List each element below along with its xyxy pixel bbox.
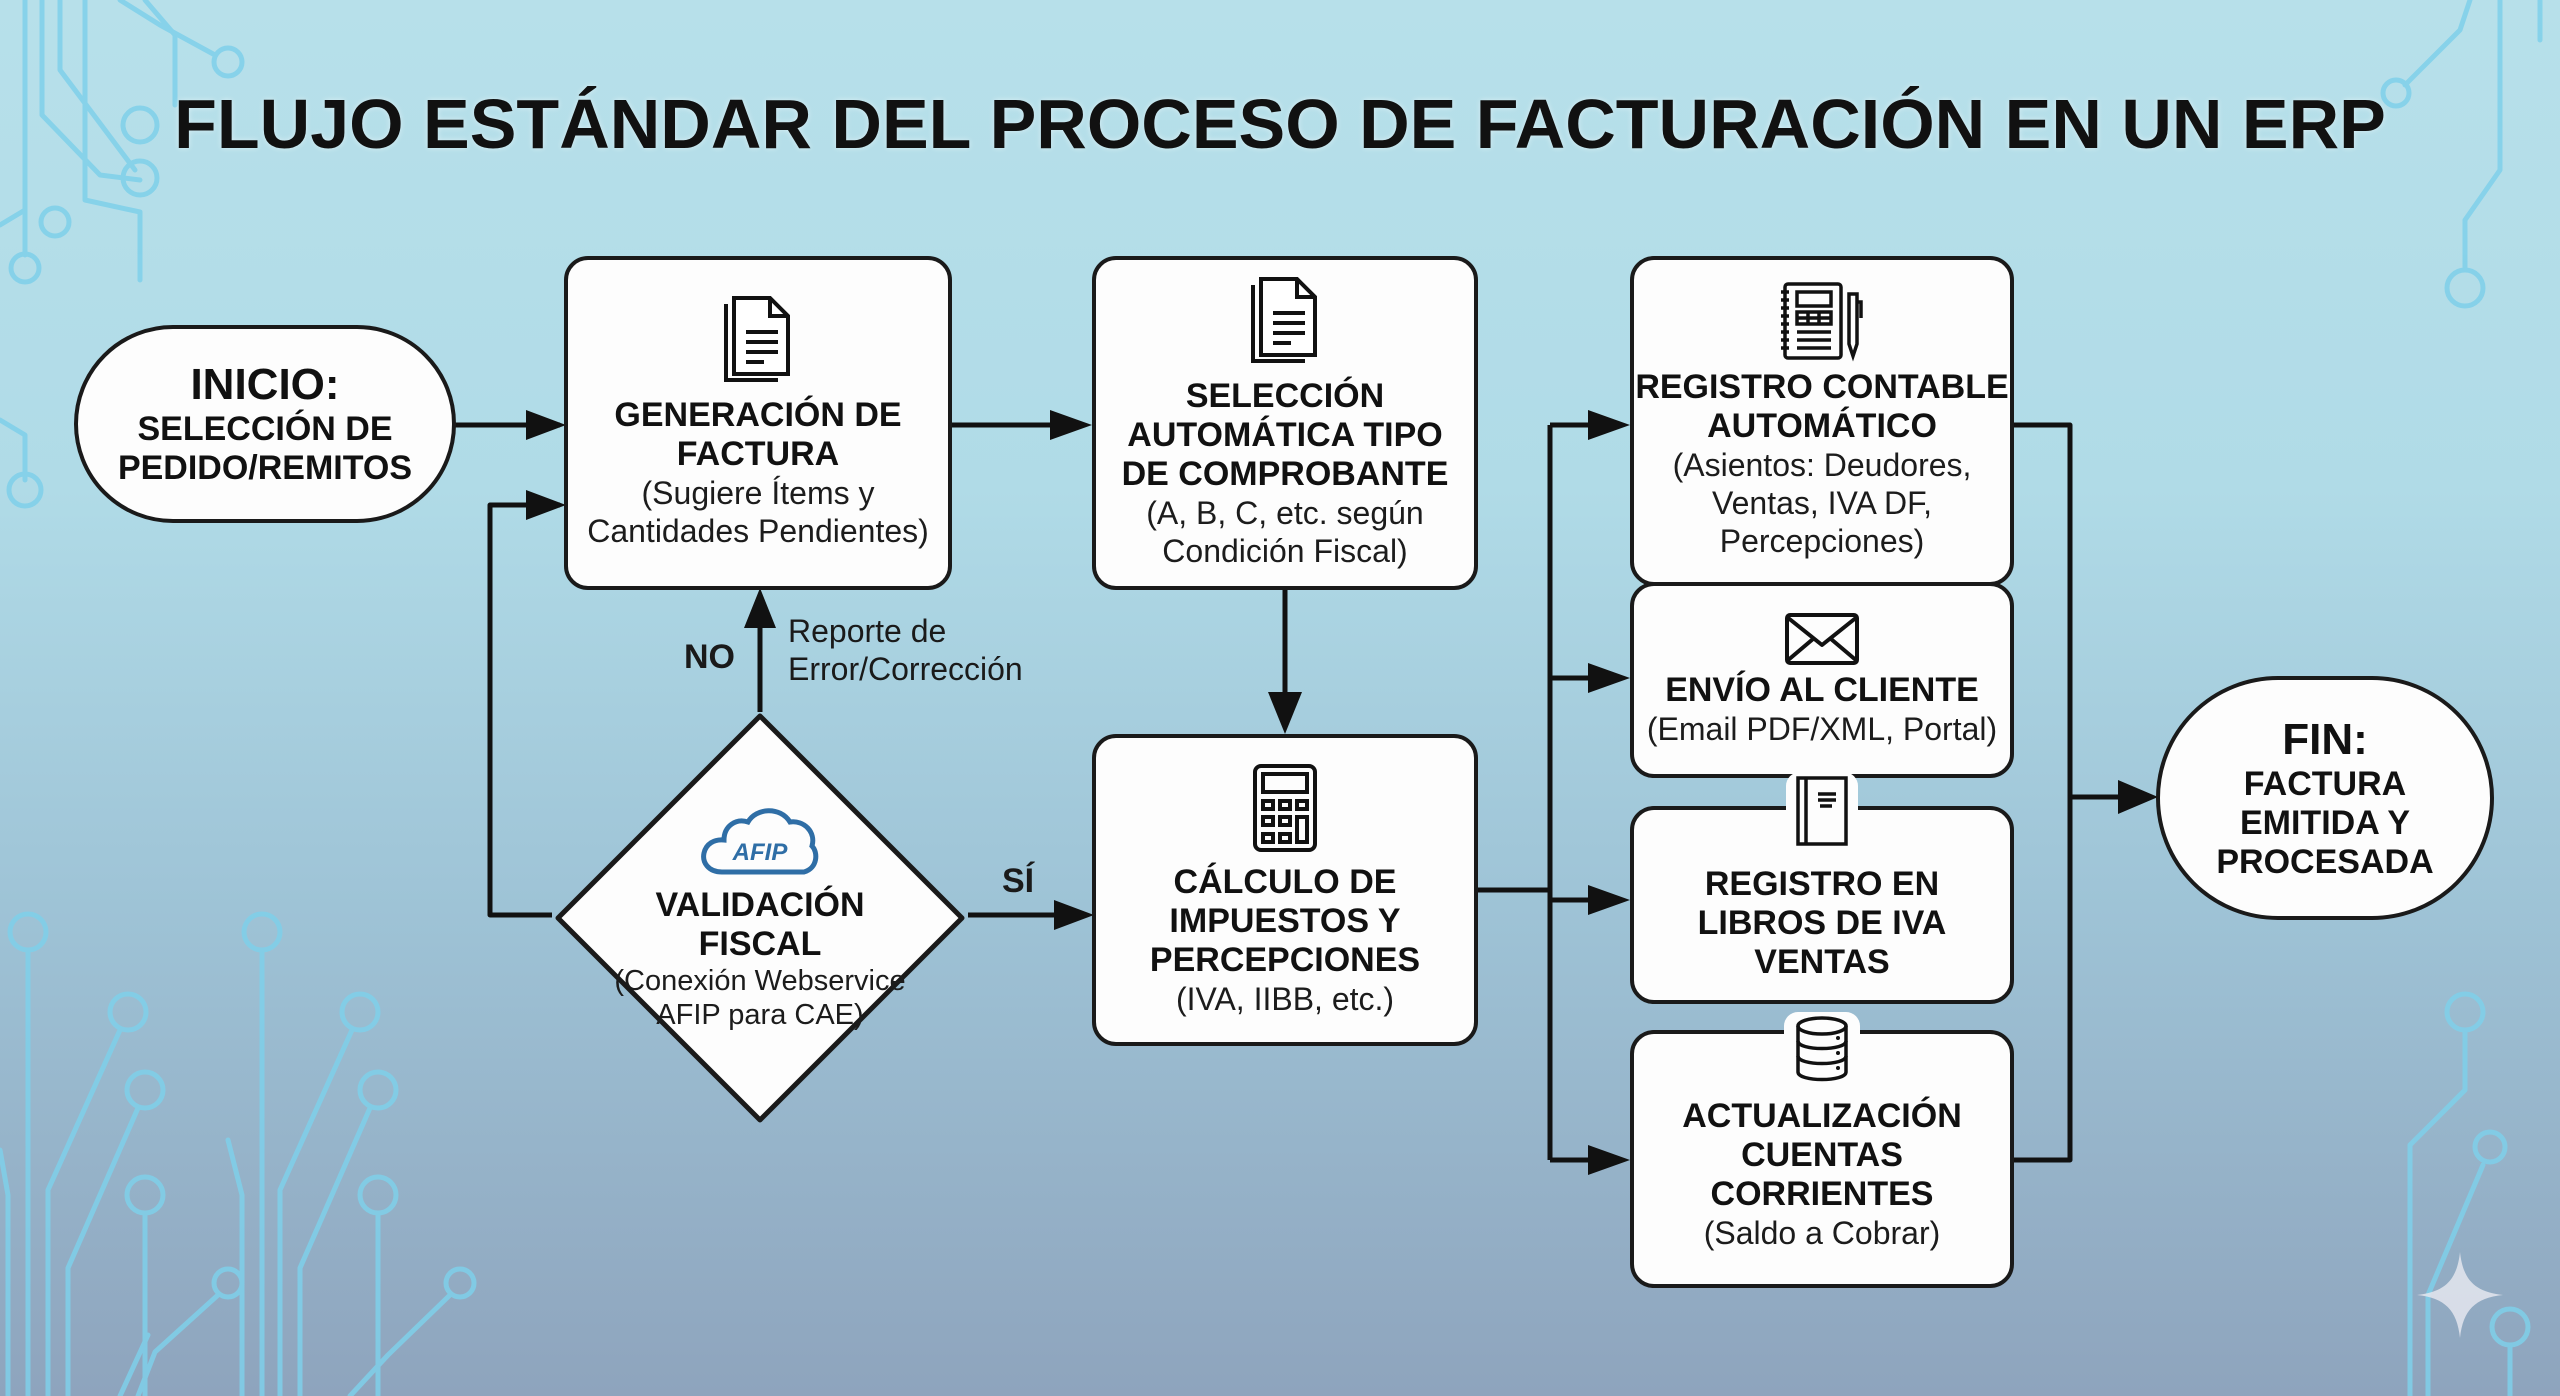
node-heading: GENERACIÓN DE [614, 396, 902, 434]
node-heading: SELECCIÓN [1185, 376, 1385, 415]
libros-iva-node[interactable]: REGISTRO EN LIBROS DE IVA VENTAS [1630, 772, 2014, 1004]
edge-label-no: NO [684, 638, 735, 676]
registro-contable-node[interactable]: REGISTRO CONTABLE AUTOMÁTICO (Asientos: … [1630, 256, 2014, 586]
envelope-icon [1785, 612, 1859, 665]
node-heading: ACTUALIZACIÓN [1682, 1096, 1962, 1135]
node-heading: FACTURA [676, 435, 840, 473]
node-heading: VALIDACIÓN [655, 886, 865, 924]
sparkle-icon [2417, 1252, 2503, 1338]
end-sub: FACTURA [2243, 764, 2407, 803]
node-detail: Percepciones) [1719, 523, 1925, 559]
database-icon-tab [1784, 1012, 1860, 1091]
node-detail: Ventas, IVA DF, [1712, 485, 1932, 521]
page-title: FLUJO ESTÁNDAR DEL PROCESO DE FACTURACIÓ… [174, 85, 2386, 163]
node-heading: PERCEPCIONES [1149, 940, 1421, 979]
node-detail: (Asientos: Deudores, [1672, 447, 1972, 483]
node-heading: REGISTRO EN [1704, 864, 1940, 903]
start-node[interactable]: INICIO: SELECCIÓN DE PEDIDO/REMITOS [74, 325, 456, 523]
node-heading: IMPUESTOS Y [1169, 901, 1401, 940]
start-sub: SELECCIÓN DE [137, 410, 393, 448]
cuentas-corrientes-node[interactable]: ACTUALIZACIÓN CUENTAS CORRIENTES (Saldo … [1630, 1012, 2014, 1288]
node-heading: CORRIENTES [1710, 1174, 1934, 1213]
afip-cloud-icon: AFIP [701, 808, 819, 875]
node-heading: CUENTAS [1741, 1135, 1903, 1174]
end-sub: EMITIDA Y [2239, 803, 2411, 842]
document-icon [1251, 276, 1317, 363]
edge-label-error-line: Reporte de [788, 613, 947, 649]
edge-label-error-line: Error/Corrección [788, 651, 1023, 687]
node-detail: Cantidades Pendientes) [587, 513, 929, 549]
circuit-trace-bottomleft [0, 911, 477, 1396]
end-node[interactable]: FIN: FACTURA EMITIDA Y PROCESADA [2156, 676, 2494, 920]
node-detail: (Email PDF/XML, Portal) [1646, 710, 1998, 747]
edge-label-si: SÍ [1002, 862, 1035, 900]
edge-label-error: Reporte de Error/Corrección [788, 612, 1023, 688]
node-heading: DE COMPROBANTE [1121, 454, 1449, 493]
envio-cliente-node[interactable]: ENVÍO AL CLIENTE (Email PDF/XML, Portal) [1630, 582, 2014, 778]
node-heading: VENTAS [1754, 942, 1890, 981]
validacion-fiscal-decision[interactable]: AFIP VALIDACIÓN FISCAL (Conexión Webserv… [552, 710, 968, 1126]
node-detail: (Conexión Webservice [614, 965, 906, 997]
seleccion-comprobante-node[interactable]: SELECCIÓN AUTOMÁTICA TIPO DE COMPROBANTE… [1092, 256, 1478, 590]
calculo-impuestos-node[interactable]: CÁLCULO DE IMPUESTOS Y PERCEPCIONES (IVA… [1092, 734, 1478, 1046]
node-heading: LIBROS DE IVA [1697, 903, 1947, 942]
node-detail: (A, B, C, etc. según [1146, 494, 1424, 531]
database-icon [1796, 1016, 1848, 1082]
node-detail: (Sugiere Ítems y [641, 475, 875, 511]
node-detail: AFIP para CAE) [656, 999, 864, 1031]
book-icon-tab [1786, 772, 1858, 855]
node-heading: AUTOMÁTICO [1707, 407, 1937, 445]
node-heading: FISCAL [698, 925, 822, 963]
end-sub: PROCESADA [2216, 842, 2434, 881]
node-heading: CÁLCULO DE [1173, 862, 1397, 901]
circuit-trace-topright [2380, 0, 2543, 309]
book-icon [1796, 776, 1848, 846]
node-detail: (Saldo a Cobrar) [1703, 1214, 1941, 1251]
generacion-factura-node[interactable]: GENERACIÓN DE FACTURA (Sugiere Ítems y C… [564, 256, 952, 590]
node-detail: Condición Fiscal) [1162, 532, 1408, 569]
decision-diamond-shape [555, 713, 965, 1123]
node-heading: REGISTRO CONTABLE [1635, 368, 2009, 406]
calculator-icon [1253, 763, 1317, 852]
svg-text:AFIP: AFIP [732, 839, 789, 866]
ledger-pen-icon [1781, 282, 1863, 362]
document-icon [724, 296, 790, 382]
node-detail: (IVA, IIBB, etc.) [1175, 980, 1395, 1017]
end-heading: FIN: [2282, 714, 2368, 764]
node-heading: ENVÍO AL CLIENTE [1665, 670, 1979, 709]
start-sub: PEDIDO/REMITOS [117, 449, 413, 487]
node-heading: AUTOMÁTICA TIPO [1127, 415, 1443, 454]
start-heading: INICIO: [190, 360, 340, 409]
